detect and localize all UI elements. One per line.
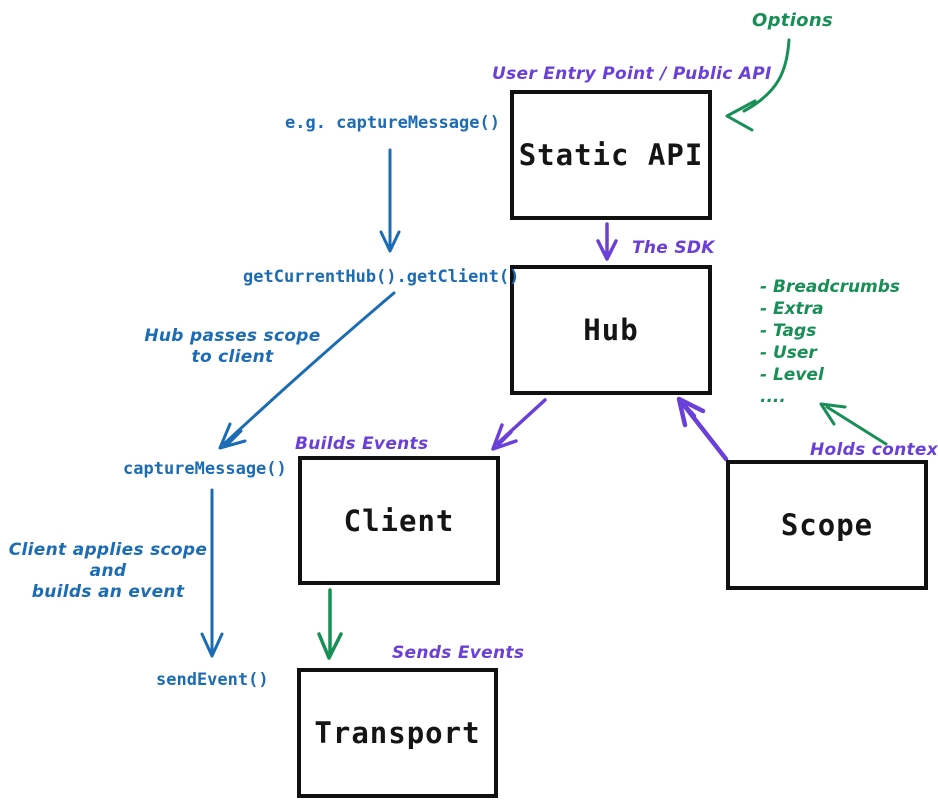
hub-box: Hub [510, 265, 712, 395]
client-label: Client [343, 503, 455, 538]
hub-passes-line1: Hub passes scope [144, 326, 321, 346]
arrow-client-to-transport [317, 588, 343, 660]
transport-label: Transport [314, 716, 481, 750]
context-item-level: - Level [760, 365, 824, 385]
static-api-box: Static API [510, 90, 712, 220]
hub-passes-scope-note: Hub passes scope to client [140, 326, 325, 368]
arrow-hub-scope-to-capturemessage [218, 291, 396, 450]
context-item-user: - User [760, 343, 817, 363]
arrow-hub-to-client [491, 398, 547, 451]
arrow-staticapi-to-hub [596, 222, 618, 261]
get-current-hub-code: getCurrentHub().getClient() [243, 267, 520, 287]
client-applies-note: Client applies scope and builds an event [2, 540, 214, 603]
scope-label: Scope [780, 508, 874, 542]
client-applies-line2: builds an event [31, 582, 185, 602]
arrow-eg-capture-to-getcurrenthub [379, 148, 401, 253]
context-item-breadcrumbs: - Breadcrumbs [760, 277, 901, 297]
send-event-code: sendEvent() [156, 670, 269, 690]
eg-capture-message-code: e.g. captureMessage() [285, 113, 500, 133]
builds-events-annotation: Builds Events [295, 434, 429, 454]
context-item-ellipsis: .... [760, 387, 786, 407]
arrow-context-note [819, 402, 888, 446]
static-api-label: Static API [518, 138, 704, 172]
context-item-extra: - Extra [760, 299, 824, 319]
holds-context-annotation: Holds context [810, 440, 938, 460]
scope-context-list: - Breadcrumbs - Extra - Tags - User - Le… [760, 276, 900, 408]
sends-events-annotation: Sends Events [392, 643, 525, 663]
capture-message-code: captureMessage() [123, 459, 287, 479]
hub-passes-line2: to client [191, 347, 274, 367]
client-box: Client [298, 456, 500, 585]
transport-box: Transport [297, 668, 498, 798]
the-sdk-annotation: The SDK [632, 238, 715, 258]
options-annotation: Options [752, 10, 833, 31]
user-entry-annotation: User Entry Point / Public API [492, 64, 772, 84]
context-item-tags: - Tags [760, 321, 817, 341]
arrow-scope-to-hub [676, 396, 729, 462]
arrow-options-to-staticapi [725, 38, 791, 132]
client-applies-line1: Client applies scope and [8, 540, 208, 581]
hub-label: Hub [583, 313, 639, 347]
scope-box: Scope [726, 460, 928, 590]
